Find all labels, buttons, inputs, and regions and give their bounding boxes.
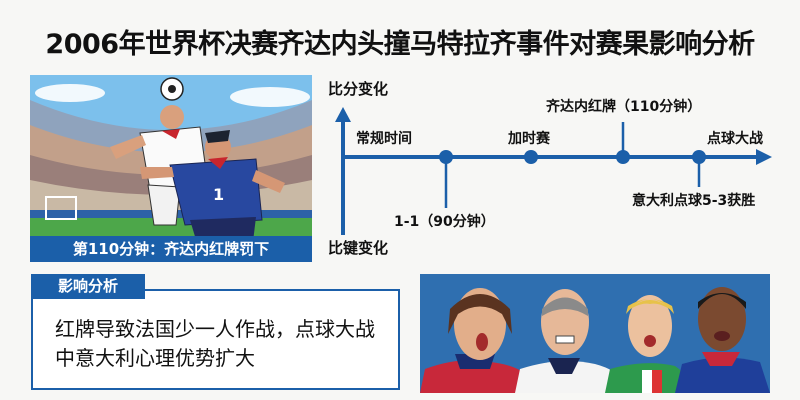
- event-penalty-result: 意大利点球5-3获胜: [632, 193, 756, 209]
- event-dot: [439, 150, 453, 164]
- arrow-right-icon: [756, 149, 772, 165]
- analysis-box: 红牌导致法国少一人作战，点球大战中意大利心理优势扩大: [31, 289, 400, 390]
- event-red-card-110: 齐达内红牌（110分钟）: [546, 99, 702, 115]
- phase-regular-time: 常规时间: [356, 131, 412, 147]
- timeline-axes: [335, 107, 772, 235]
- shocked-players-illustration: [420, 274, 770, 393]
- event-dot: [524, 150, 538, 164]
- match-timeline: 比分变化 比键变化 常规时间 加时赛 点球大战 1-1（90分钟） 齐达内红牌（…: [320, 70, 800, 265]
- arrow-up-icon: [335, 107, 351, 122]
- event-dot: [692, 150, 706, 164]
- players-reaction-illustration: [420, 274, 770, 393]
- analysis-heading: 影响分析: [31, 274, 145, 299]
- axis-bottom-label: 比键变化: [328, 239, 389, 257]
- phase-extra-time: 加时赛: [508, 131, 550, 147]
- header-scene-illustration: 1 第110分钟：齐达内红牌罚下: [30, 75, 312, 262]
- axis-top-label: 比分变化: [328, 80, 389, 98]
- event-dot: [616, 150, 630, 164]
- jersey-number: 1: [213, 185, 224, 204]
- event-score-90: 1-1（90分钟）: [394, 214, 495, 230]
- scene-caption: 第110分钟：齐达内红牌罚下: [30, 236, 312, 262]
- phase-penalties: 点球大战: [707, 131, 763, 147]
- stadium-illustration: 1: [30, 75, 312, 262]
- page-title: 2006年世界杯决赛齐达内头撞马特拉齐事件对赛果影响分析: [45, 29, 755, 60]
- analysis-body: 红牌导致法国少一人作战，点球大战中意大利心理优势扩大: [55, 317, 375, 370]
